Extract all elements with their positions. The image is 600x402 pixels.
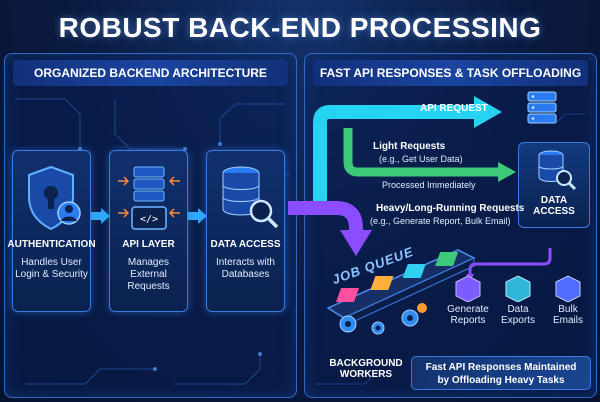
- card-description: Handles User Login & Security: [15, 257, 88, 281]
- server-code-icon: </>: [118, 166, 180, 230]
- desc-line: Login & Security: [15, 269, 88, 280]
- label-line: Reports: [450, 315, 486, 326]
- card-title: AUTHENTICATION: [7, 239, 96, 250]
- label-line: ACCESS: [533, 206, 575, 217]
- label-line: Emails: [552, 315, 583, 326]
- label-line: Exports: [501, 315, 535, 326]
- output-label: Data Exports: [492, 304, 544, 326]
- api-layer-card: </> API LAYER Manages External Requests: [109, 150, 188, 312]
- note-line: Fast API Responses Maintained: [425, 362, 577, 373]
- label-line: Data: [507, 304, 529, 315]
- card-title: DATA ACCESS: [210, 239, 281, 250]
- desc-line: Requests: [127, 281, 170, 292]
- label-line: DATA: [540, 195, 568, 206]
- desc-line: Interacts with: [216, 257, 275, 268]
- output-generate-reports: Generate Reports: [447, 270, 489, 326]
- desc-line: Handles User: [21, 257, 82, 268]
- heavy-requests-label: Heavy/Long-Running Requests: [376, 203, 525, 214]
- desc-line: External: [130, 269, 167, 280]
- database-search-icon: [538, 150, 577, 191]
- shield-lock-icon: [28, 165, 81, 231]
- summary-note: Fast API Responses Maintained by Offload…: [411, 356, 591, 390]
- right-panel-header: FAST API RESPONSES & TASK OFFLOADING: [313, 60, 588, 86]
- cube-icon: [505, 275, 531, 303]
- server-icon: [527, 91, 557, 124]
- data-access-card: DATA ACCESS Interacts with Databases: [206, 150, 285, 312]
- arrow-right-icon: [188, 208, 207, 224]
- job-queue-conveyor: [326, 249, 476, 335]
- api-request-label: API REQUEST: [420, 103, 488, 114]
- card-description: Manages External Requests: [112, 257, 185, 293]
- authentication-card: AUTHENTICATION Handles User Login & Secu…: [7, 150, 96, 312]
- desc-line: Manages: [127, 257, 170, 268]
- cube-icon: [555, 275, 581, 303]
- database-search-icon: [222, 166, 279, 229]
- output-data-exports: Data Exports: [498, 270, 538, 326]
- card-description: Interacts with Databases: [209, 257, 282, 281]
- heavy-requests-example: (e.g., Generate Report, Bulk Email): [370, 216, 511, 226]
- label-line: BACKGROUND: [329, 358, 403, 369]
- task-outputs: Generate Reports Data Exports Bulk Email…: [444, 270, 592, 342]
- arrow-right-icon: [91, 208, 110, 224]
- label-line: Bulk: [558, 304, 578, 315]
- output-label: Generate Reports: [442, 304, 494, 326]
- light-requests-label: Light Requests: [373, 141, 446, 152]
- label-line: WORKERS: [339, 369, 393, 380]
- data-access-label: DATA ACCESS: [519, 195, 589, 217]
- processed-immediately-label: Processed Immediately: [382, 180, 476, 190]
- svg-text:</>: </>: [140, 214, 158, 225]
- card-title: API LAYER: [122, 239, 175, 250]
- left-panel-header: ORGANIZED BACKEND ARCHITECTURE: [13, 60, 288, 86]
- background-workers-label: BACKGROUND WORKERS: [321, 358, 411, 380]
- output-bulk-emails: Bulk Emails: [548, 270, 588, 326]
- label-line: Generate: [447, 304, 489, 315]
- data-access-box: DATA ACCESS: [518, 142, 590, 228]
- page-title: ROBUST BACK-END PROCESSING: [58, 12, 542, 43]
- light-requests-example: (e.g., Get User Data): [379, 154, 463, 164]
- note-line: by Offloading Heavy Tasks: [437, 375, 565, 386]
- output-label: Bulk Emails: [542, 304, 594, 326]
- desc-line: Databases: [221, 269, 270, 280]
- request-flow-arrows: [288, 96, 516, 256]
- cube-icon: [455, 275, 481, 303]
